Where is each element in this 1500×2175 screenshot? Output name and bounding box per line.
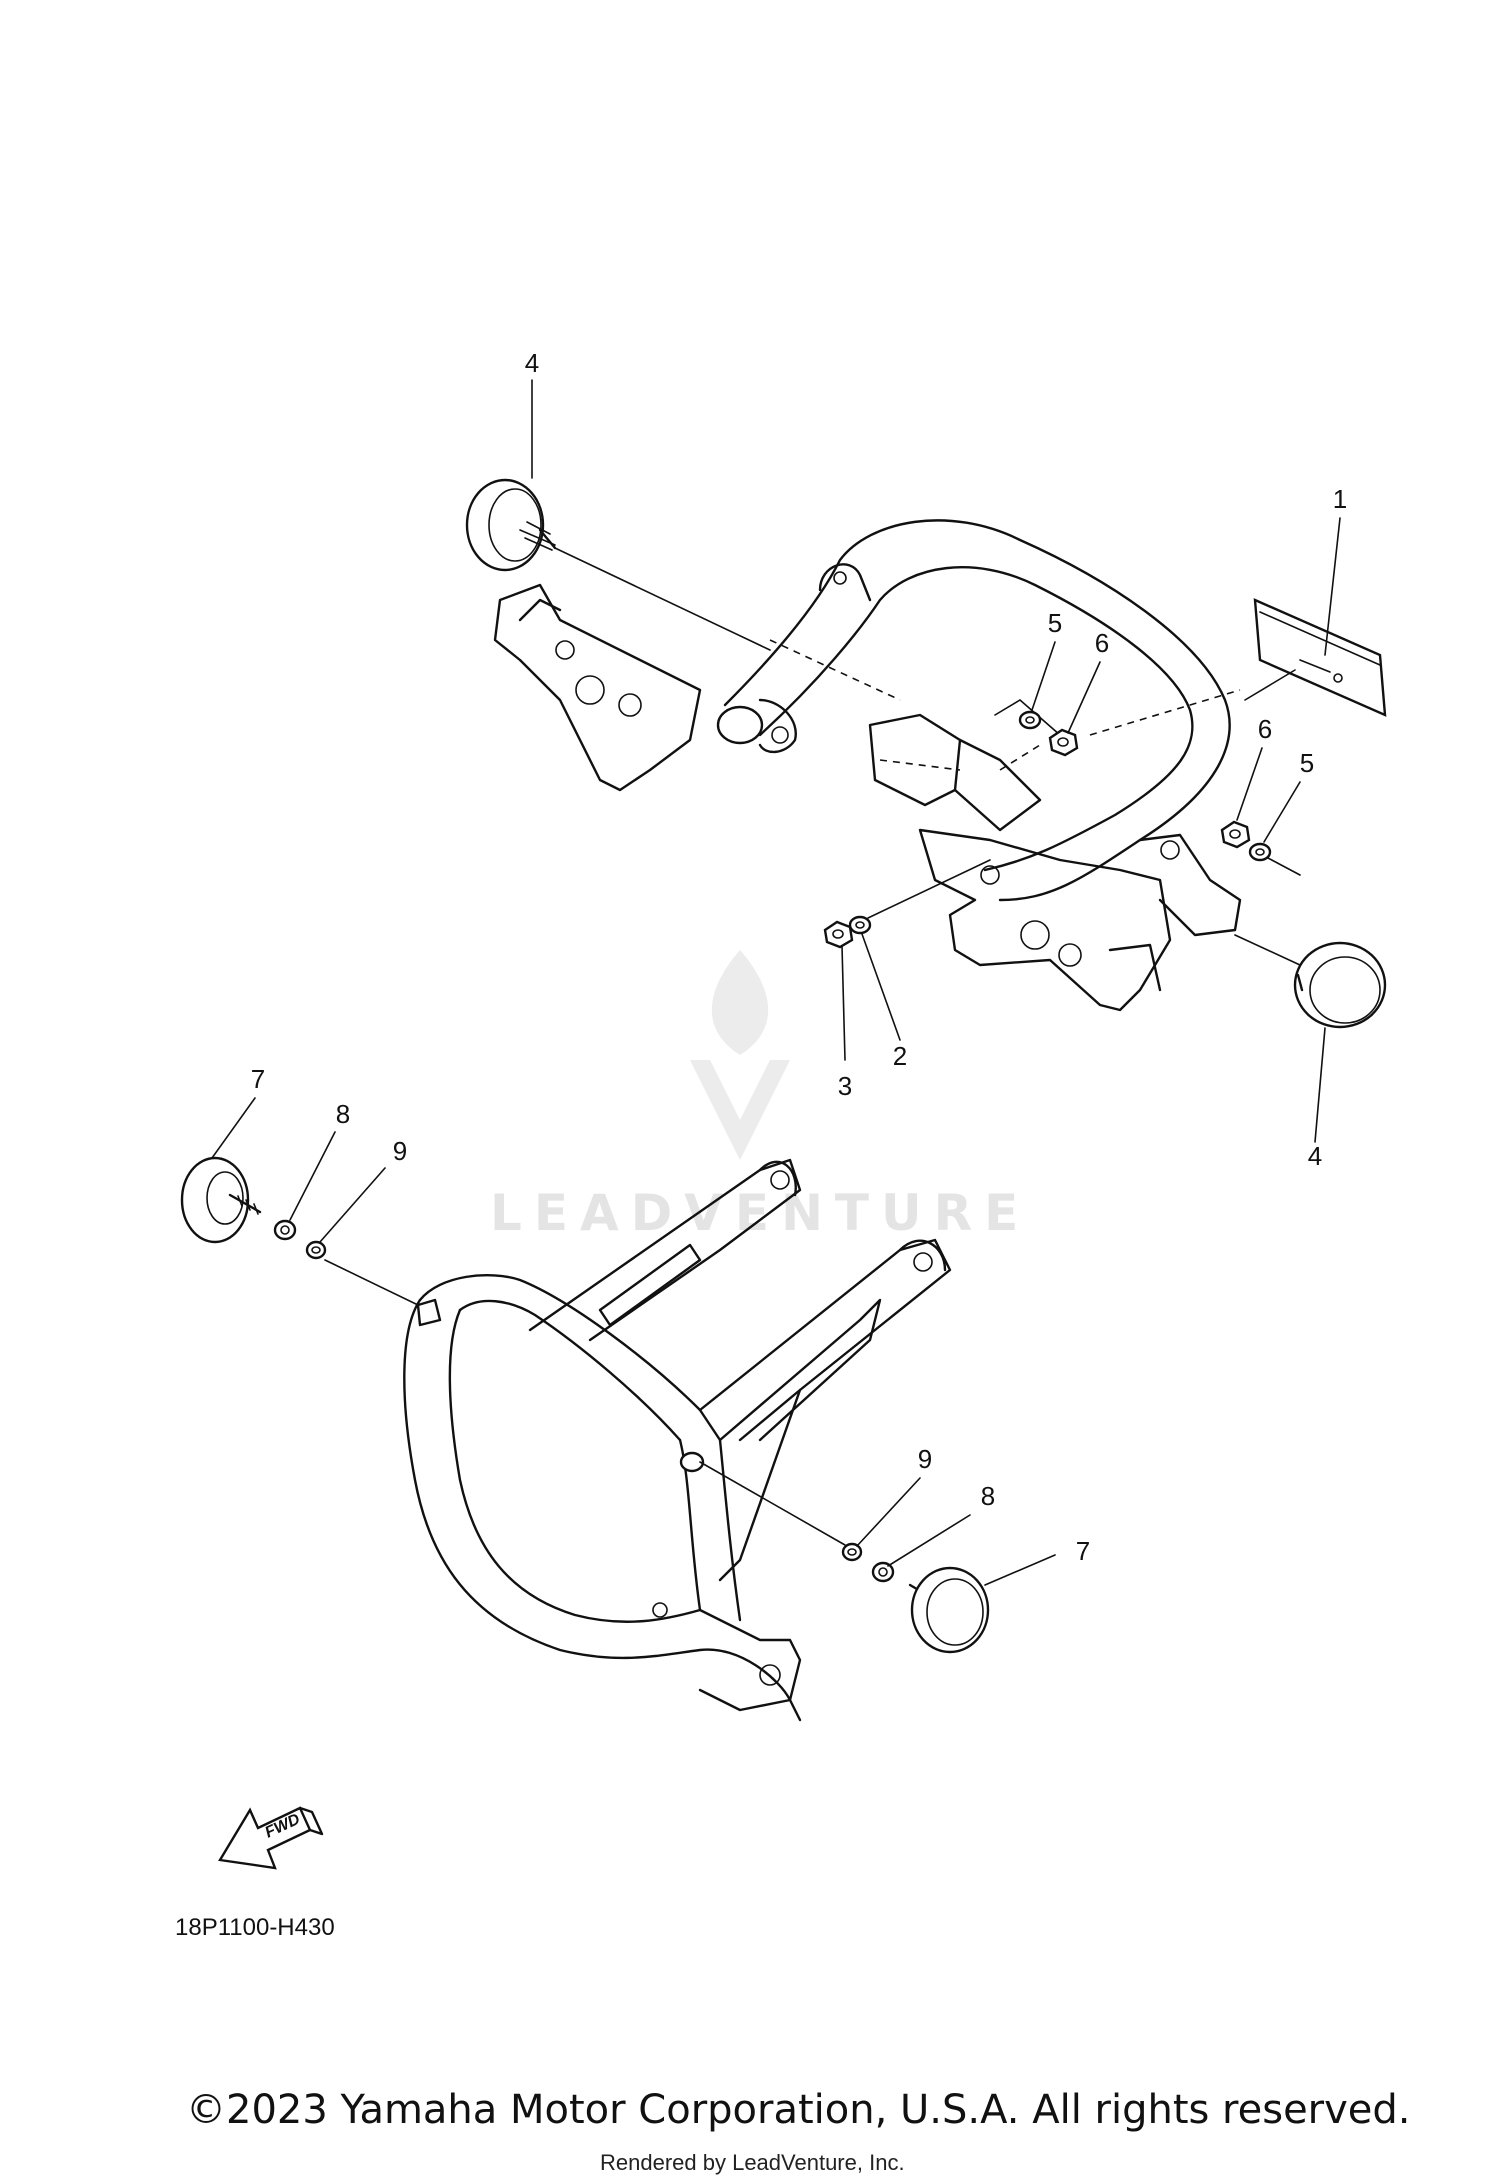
upper-grab-bar-assembly bbox=[493, 519, 1242, 1012]
part-1-rectangular-reflector bbox=[1244, 598, 1387, 717]
callout-2: 2 bbox=[893, 1041, 907, 1071]
fwd-arrow-icon: FWD bbox=[218, 1806, 324, 1870]
diagram-code: 18P1100-H430 bbox=[175, 1914, 335, 1941]
callout-7-left: 7 bbox=[251, 1064, 265, 1094]
callout-4-upper-left: 4 bbox=[525, 348, 539, 378]
watermark-logo-icon bbox=[690, 950, 790, 1160]
upper-fasteners bbox=[823, 710, 1301, 949]
left-washers bbox=[273, 1219, 327, 1260]
rendered-by-credit: Rendered by LeadVenture, Inc. bbox=[600, 2150, 905, 2175]
part-4-upper-left-cap bbox=[465, 478, 771, 651]
callout-8-right: 8 bbox=[981, 1481, 995, 1511]
callout-5-right: 5 bbox=[1300, 748, 1314, 778]
callout-9-left: 9 bbox=[393, 1136, 407, 1166]
callout-6-right: 6 bbox=[1258, 714, 1272, 744]
part-7-left-cap bbox=[180, 1156, 262, 1244]
callout-4-right: 4 bbox=[1308, 1141, 1322, 1171]
callout-1: 1 bbox=[1333, 484, 1347, 514]
lower-grab-bar-assembly bbox=[324, 1158, 952, 1722]
callout-8-left: 8 bbox=[336, 1099, 350, 1129]
callout-7-right: 7 bbox=[1076, 1536, 1090, 1566]
right-washers-and-cap bbox=[841, 1542, 990, 1654]
part-4-right-cap bbox=[1234, 934, 1387, 1029]
callout-5-top: 5 bbox=[1048, 608, 1062, 638]
watermark-text: LEADVENTURE bbox=[490, 1184, 1030, 1242]
callout-leaders bbox=[211, 379, 1341, 1586]
callout-9-right: 9 bbox=[918, 1444, 932, 1474]
copyright-notice: ©2023 Yamaha Motor Corporation, U.S.A. A… bbox=[186, 2087, 1411, 2133]
callout-6-top: 6 bbox=[1095, 628, 1109, 658]
callout-3: 3 bbox=[838, 1071, 852, 1101]
